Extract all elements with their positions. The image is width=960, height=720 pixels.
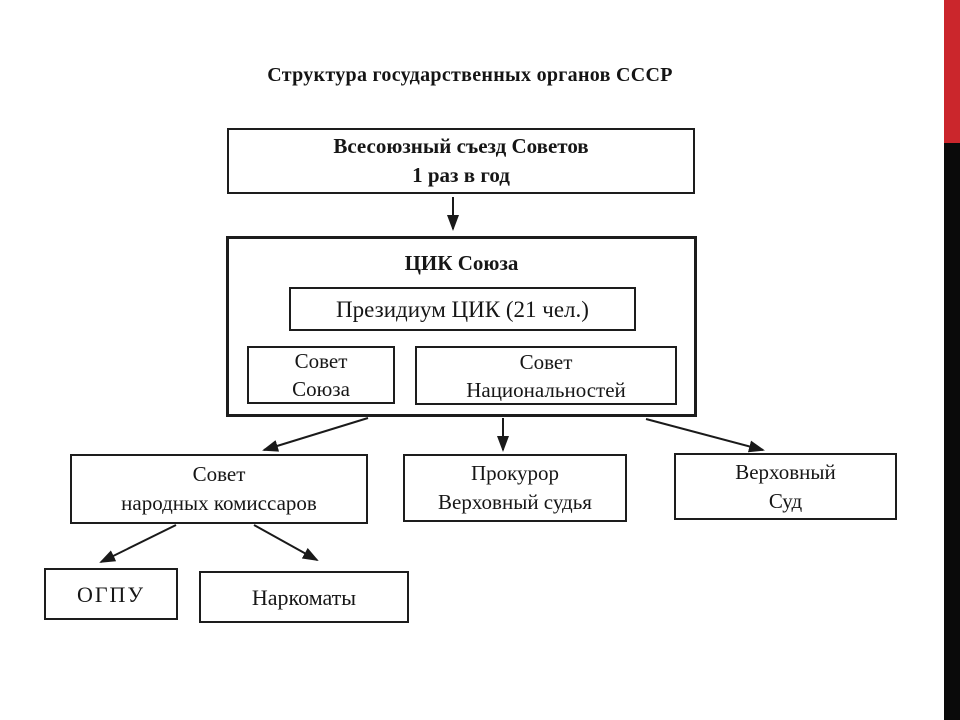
council-nat-line2: Национальностей	[466, 377, 626, 402]
arrow-sovnarkom-to-narkomats	[253, 524, 319, 561]
ogpu-label: ОГПУ	[76, 581, 146, 607]
node-ogpu: ОГПУ	[44, 568, 178, 620]
supreme-court-line1: Верховный	[735, 459, 836, 484]
presidium-label: Президиум ЦИК (21 чел.)	[336, 296, 589, 322]
congress-line2: 1 раз в год	[412, 163, 510, 187]
node-supreme-court: Верховный Суд	[674, 453, 897, 520]
node-council-of-nationalities: Совет Национальностей	[415, 346, 677, 405]
accent-bar-red	[944, 0, 960, 143]
supreme-court-line2: Суд	[768, 488, 803, 513]
cik-label: ЦИК Союза	[404, 251, 519, 275]
council-union-line1: Совет	[294, 349, 348, 373]
node-prosecutor: Прокурор Верховный судья	[403, 454, 627, 522]
prosecutor-line2: Верховный судья	[438, 490, 592, 514]
arrow-cik-to-supreme-court	[645, 418, 765, 453]
sovnarkom-line2: народных комиссаров	[121, 491, 317, 515]
diagram-title: Структура государственных органов СССР	[267, 64, 673, 86]
node-sovnarkom: Совет народных комиссаров	[70, 454, 368, 524]
council-nat-line1: Совет	[519, 349, 573, 374]
arrow-cik-to-sovnarkom	[262, 417, 369, 452]
sovnarkom-line1: Совет	[192, 462, 246, 486]
node-congress: Всесоюзный съезд Советов 1 раз в год	[227, 128, 695, 194]
node-presidium: Президиум ЦИК (21 чел.)	[289, 287, 636, 331]
node-narkomats: Наркоматы	[199, 571, 409, 623]
council-union-line2: Союза	[292, 377, 350, 401]
narkomats-label: Наркоматы	[251, 584, 357, 610]
prosecutor-line1: Прокурор	[470, 461, 560, 485]
accent-bar-black	[944, 143, 960, 720]
arrow-sovnarkom-to-ogpu	[99, 524, 177, 563]
congress-line1: Всесоюзный съезд Советов	[333, 134, 589, 158]
node-council-of-union: Совет Союза	[247, 346, 395, 404]
